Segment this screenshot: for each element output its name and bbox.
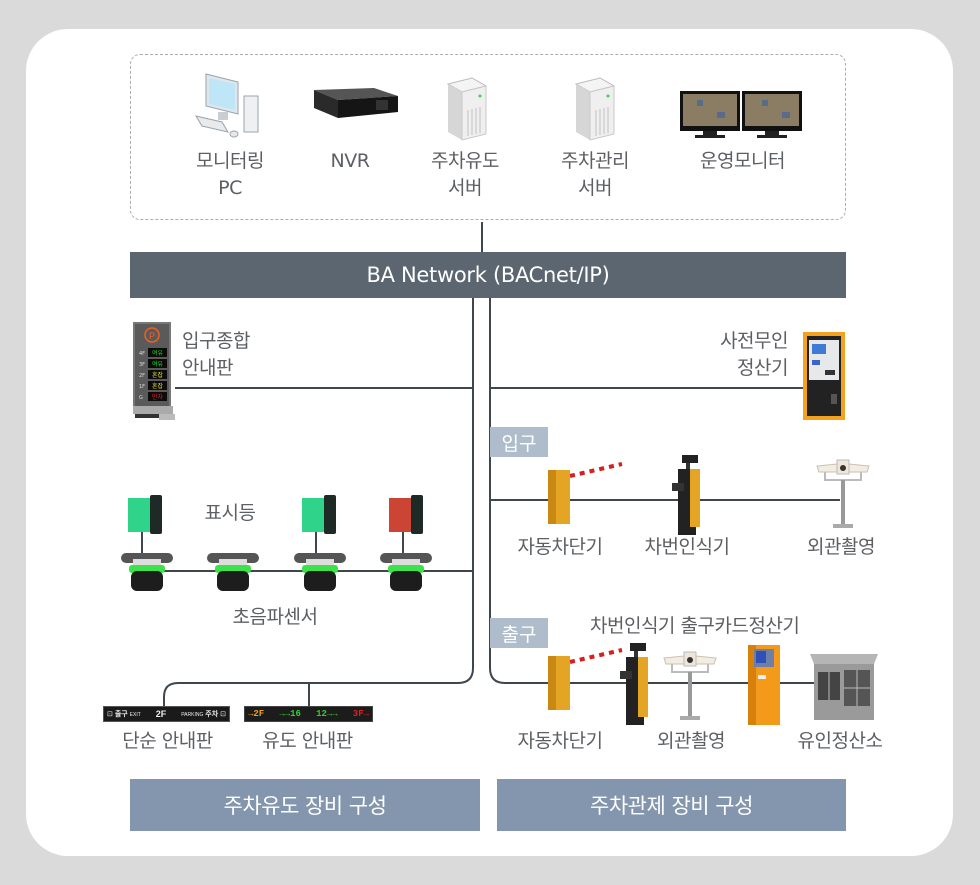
entry-tag: 입구 [490, 427, 548, 457]
prepay-kiosk-icon [803, 332, 845, 420]
simple-guide-board-icon: ⊡ 출구 EXIT 2F PARKING 주차 ⊡ [103, 706, 230, 722]
toll-booth-label: 유인정산소 [797, 730, 883, 752]
floor-status-cell [148, 359, 167, 368]
indicator-light-label: 표시등 [204, 502, 256, 524]
exit-en: EXIT [129, 712, 141, 718]
exterior-camera-icon [663, 651, 717, 720]
indicator-light-icon [302, 494, 338, 538]
svg-text:P: P [149, 331, 155, 341]
exit-top-labels: 차번인식기 출구카드정산기 [590, 615, 800, 637]
exit-kr: 출구 [114, 711, 128, 718]
floor-label: 1F [139, 384, 145, 390]
exit-exterior-camera-label: 외관촬영 [657, 730, 725, 752]
indicator-light-icon [128, 494, 164, 538]
label-line-1: NVR [330, 150, 370, 172]
floor-label: G [139, 395, 143, 401]
prepay-kiosk-label: 사전무인 정산기 [680, 328, 788, 382]
entry-exterior-camera-label: 외관촬영 [807, 536, 875, 558]
parking-guidance-server-label: 주차유도 서버 [405, 148, 525, 202]
nvr-label: NVR [300, 148, 400, 175]
parking-en: PARKING [181, 712, 204, 718]
label-line-1: 입구종합 [182, 330, 250, 352]
label-line-1: 모니터링 [196, 150, 264, 172]
exit-sign: ⊡ 출구 EXIT [107, 711, 141, 718]
label-line-2: 서버 [578, 177, 612, 199]
label-line-1: 사전무인 [720, 330, 788, 352]
label-line-2: PC [218, 177, 242, 199]
nvr-icon [314, 88, 398, 118]
floor-text: 2F [155, 709, 167, 719]
wire-control-trunk [489, 298, 835, 684]
guide-board-label: 유도 안내판 [262, 730, 353, 752]
floor-label: 4F [139, 351, 145, 357]
toll-booth-icon [810, 654, 878, 720]
floor-status: 여유 [152, 360, 164, 368]
ultrasonic-sensor-icon [119, 551, 175, 597]
parking-sign: PARKING 주차 ⊡ [181, 711, 226, 718]
guide-board-segment: 12→→ [316, 709, 338, 719]
floor-status: 혼잡 [152, 382, 164, 390]
floor-status-cell [148, 348, 167, 357]
label-line-1: 주차유도 [431, 150, 499, 172]
monitoring-pc-label: 모니터링 PC [170, 148, 290, 202]
floor-label: 2F [139, 373, 145, 379]
entrance-guide-board-icon: P 4F 여유 3F 여유 2F 혼잡 1F 혼잡 G 만차 [133, 322, 175, 420]
server-tower-icon [574, 77, 616, 141]
ultrasonic-sensor-label: 초음파센서 [232, 606, 318, 628]
parking-kr: 주차 [205, 711, 219, 718]
server-tower-icon [446, 77, 488, 141]
ba-network-bar: BA Network (BACnet/IP) [130, 252, 846, 298]
entrance-guide-board-label: 입구종합 안내판 [182, 328, 250, 382]
floor-label: 3F [139, 362, 145, 368]
parking-management-server-label: 주차관리 서버 [535, 148, 655, 202]
floor-status-cell [148, 381, 167, 390]
entry-barrier-label: 자동차단기 [517, 536, 603, 558]
guidance-equipment-footer: 주차유도 장비 구성 [130, 779, 480, 831]
ultrasonic-sensor-icon [292, 551, 348, 597]
floor-status-cell [148, 392, 167, 401]
guide-board-icon: →2F →→16 12→→ 3F→ [244, 706, 373, 722]
exit-card-payment-icon [748, 645, 780, 725]
server-group-box [130, 54, 846, 220]
label-line-1: 운영모니터 [700, 150, 785, 172]
dual-monitor-icon [680, 91, 802, 138]
indicator-light-icon [389, 494, 425, 538]
label-line-1: 주차관리 [561, 150, 629, 172]
exit-barrier-label: 자동차단기 [517, 730, 603, 752]
exterior-camera-icon [816, 459, 870, 528]
barrier-gate-icon [548, 462, 623, 524]
floor-status: 여유 [152, 349, 164, 357]
control-equipment-footer: 주차관제 장비 구성 [497, 779, 846, 831]
lpr-camera-icon [672, 455, 700, 535]
label-line-2: 정산기 [737, 357, 788, 379]
guide-board-segment: →→16 [279, 709, 301, 719]
lpr-camera-icon [620, 643, 648, 725]
barrier-gate-icon [548, 648, 623, 710]
wire-guidance-trunk [163, 298, 474, 706]
monitoring-pc-icon [194, 73, 259, 138]
simple-guide-board-label: 단순 안내판 [122, 730, 213, 752]
label-line-2: 서버 [448, 177, 482, 199]
floor-status-cell [148, 370, 167, 379]
operation-monitor-label: 운영모니터 [675, 148, 810, 175]
guide-board-segment: →2F [248, 709, 265, 719]
label-line-2: 안내판 [182, 357, 233, 379]
ultrasonic-sensor-icon [205, 551, 261, 597]
exit-tag: 출구 [490, 618, 548, 648]
floor-status: 만차 [152, 393, 164, 401]
entry-lpr-label: 차번인식기 [644, 536, 730, 558]
guide-board-segment: 3F→ [352, 709, 369, 719]
ultrasonic-sensor-icon [378, 551, 434, 597]
floor-status: 혼잡 [152, 371, 164, 379]
